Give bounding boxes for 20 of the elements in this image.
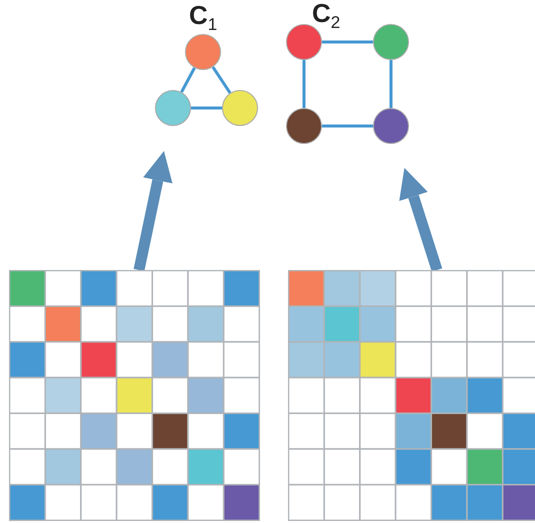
edge-line: [191, 106, 222, 110]
edge-line: [180, 67, 196, 93]
graph-node: [222, 90, 258, 126]
edge-line: [212, 66, 232, 94]
matrix-grid: [9, 270, 260, 521]
graph-node: [185, 34, 221, 70]
arrow: [399, 168, 442, 272]
edge-line: [390, 60, 392, 108]
graph-label: C$_{1}$: [189, 2, 218, 34]
graph-node: [286, 24, 322, 60]
graph-label: C$_{2}$: [312, 0, 340, 32]
graph-node: [155, 90, 191, 126]
edge-line: [322, 124, 373, 128]
edge-line: [322, 40, 373, 44]
matrix-grid: [288, 270, 535, 521]
arrow: [134, 151, 172, 272]
graph-node: [373, 108, 409, 144]
edge-line: [302, 60, 306, 108]
graph-node: [373, 24, 409, 60]
graph-node: [286, 108, 322, 144]
